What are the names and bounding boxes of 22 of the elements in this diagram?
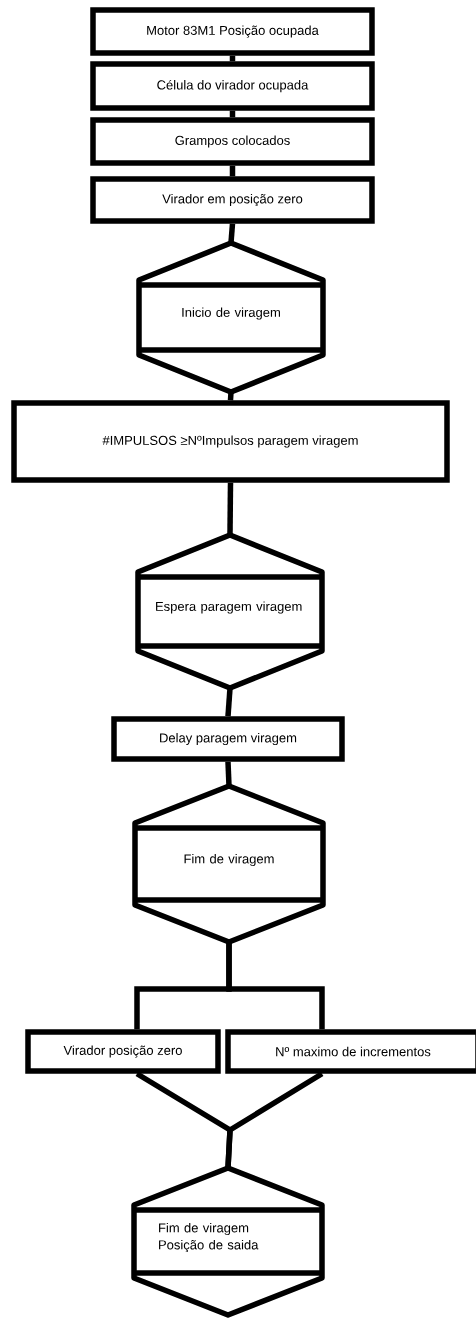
connector-line xyxy=(225,1071,324,1168)
transition-box: Delay paragem viragem xyxy=(111,716,345,762)
step-hexagon: Inicio de viragem xyxy=(136,240,326,395)
transition-box: Virador em posição zero xyxy=(90,176,375,224)
connector-line xyxy=(229,110,236,118)
connector-line xyxy=(229,165,236,177)
transition-box: Virador posição zero xyxy=(25,1029,221,1074)
transition-box: Nº maximo de incrementos xyxy=(225,1029,476,1074)
connector-line xyxy=(225,688,233,717)
connector-line xyxy=(225,761,232,786)
transition-box: Célula do virador ocupada xyxy=(90,61,375,111)
connector-line xyxy=(226,942,325,1030)
connector-line xyxy=(227,392,234,401)
step-hexagon: Fim de viragem xyxy=(132,783,326,945)
transition-box: Grampos colocados xyxy=(90,117,375,166)
connector-line xyxy=(228,223,236,244)
step-hexagon: Espera paragem viragem xyxy=(135,532,325,691)
transition-box: Motor 83M1 Posição ocupada xyxy=(90,7,375,56)
step-hexagon: Fim de viragem Posição de saida xyxy=(131,1165,325,1318)
transition-box: #IMPULSOS ≥NºImpulsos paragem viragem xyxy=(11,400,450,483)
connector-line xyxy=(227,482,234,535)
connector-line xyxy=(229,55,236,62)
